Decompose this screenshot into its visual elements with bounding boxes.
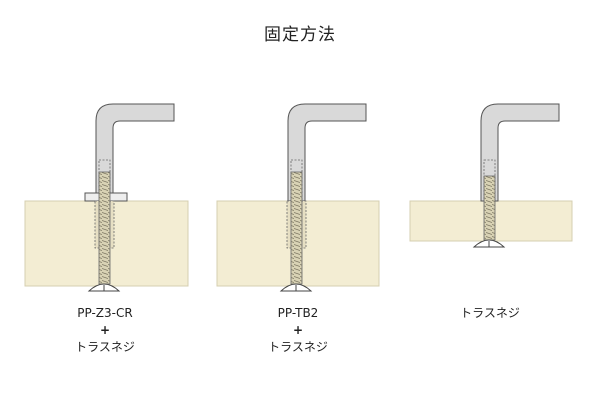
method-1-label: PP-Z3-CR + トラスネジ xyxy=(25,305,185,356)
method-3-illustration xyxy=(409,103,573,248)
method-2-label: PP-TB2 + トラスネジ xyxy=(218,305,378,356)
screw-thread xyxy=(483,175,496,241)
screw-name: トラスネジ xyxy=(75,340,135,354)
diagram-title: 固定方法 xyxy=(264,25,336,45)
screw-thread xyxy=(98,171,111,285)
product-name: PP-Z3-CR xyxy=(77,306,133,320)
plus-sign: + xyxy=(292,323,304,337)
product-name: PP-TB2 xyxy=(277,306,319,320)
screw-thread xyxy=(290,171,303,285)
screw-name: トラスネジ xyxy=(460,306,520,320)
method-2-illustration xyxy=(216,103,380,292)
plus-sign: + xyxy=(99,323,111,337)
method-1-illustration xyxy=(24,103,189,292)
screw-name: トラスネジ xyxy=(268,340,328,354)
method-3-label: トラスネジ xyxy=(410,305,570,322)
